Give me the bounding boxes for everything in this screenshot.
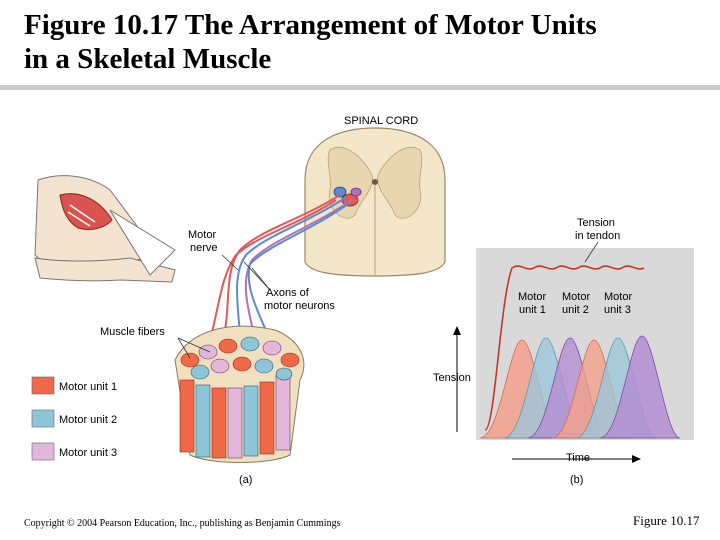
unit-1-label-line1: Motor — [518, 291, 546, 303]
x-axis-label-time: Time — [566, 452, 590, 464]
title-line-1: Figure 10.17 The Arrangement of Motor Un… — [24, 9, 597, 41]
spinal-cord-label: SPINAL CORD — [344, 115, 418, 127]
tendon-tension-curve — [484, 265, 645, 431]
title-divider — [0, 85, 720, 90]
axons-label-line2: motor neurons — [264, 300, 335, 312]
unit-1-label-line2: unit 1 — [519, 304, 546, 316]
motor-unit-legend: Motor unit 1 Motor unit 2 Motor unit 3 — [31, 376, 117, 461]
slide-title: Figure 10.17 The Arrangement of Motor Un… — [24, 8, 704, 76]
muscle-fiber-bundle — [174, 325, 305, 463]
unit-3-label-line1: Motor — [604, 291, 632, 303]
legend-label-unit-1: Motor unit 1 — [59, 381, 117, 393]
twitch-curve-6 — [599, 335, 681, 439]
panel-a-label: (a) — [239, 474, 252, 486]
motor-nerve-label-line2: nerve — [190, 242, 218, 254]
tension-in-tendon-line2: in tendon — [575, 230, 620, 242]
legend-swatch-unit-1 — [31, 376, 55, 395]
axons-label-line1: Axons of — [266, 287, 310, 299]
tension-in-tendon-line1: Tension — [577, 217, 615, 229]
legend-label-unit-3: Motor unit 3 — [59, 447, 117, 459]
title-line-2: in a Skeletal Muscle — [24, 43, 272, 75]
y-axis-label-tension: Tension — [433, 372, 471, 384]
figure-reference: Figure 10.17 — [633, 513, 700, 528]
unit-2-label-line2: unit 2 — [562, 304, 589, 316]
unit-2-label-line1: Motor — [562, 291, 590, 303]
panel-b-label: (b) — [570, 474, 583, 486]
motor-nerve — [211, 194, 353, 341]
time-axis-arrow — [512, 455, 641, 463]
leader-lines-a — [177, 254, 271, 359]
muscle-fibers-label: Muscle fibers — [100, 326, 165, 338]
motor-nerve-label-line1: Motor — [188, 229, 216, 241]
tendon-leader-line — [584, 241, 599, 263]
unit-3-label-line2: unit 3 — [604, 304, 631, 316]
legend-label-unit-2: Motor unit 2 — [59, 414, 117, 426]
copyright-footer: Copyright © 2004 Pearson Education, Inc.… — [24, 518, 341, 529]
legend-swatch-unit-3 — [31, 442, 55, 461]
legend-swatch-unit-2 — [31, 409, 55, 428]
arm-illustration — [34, 175, 176, 283]
tension-axis-arrow — [453, 326, 461, 432]
